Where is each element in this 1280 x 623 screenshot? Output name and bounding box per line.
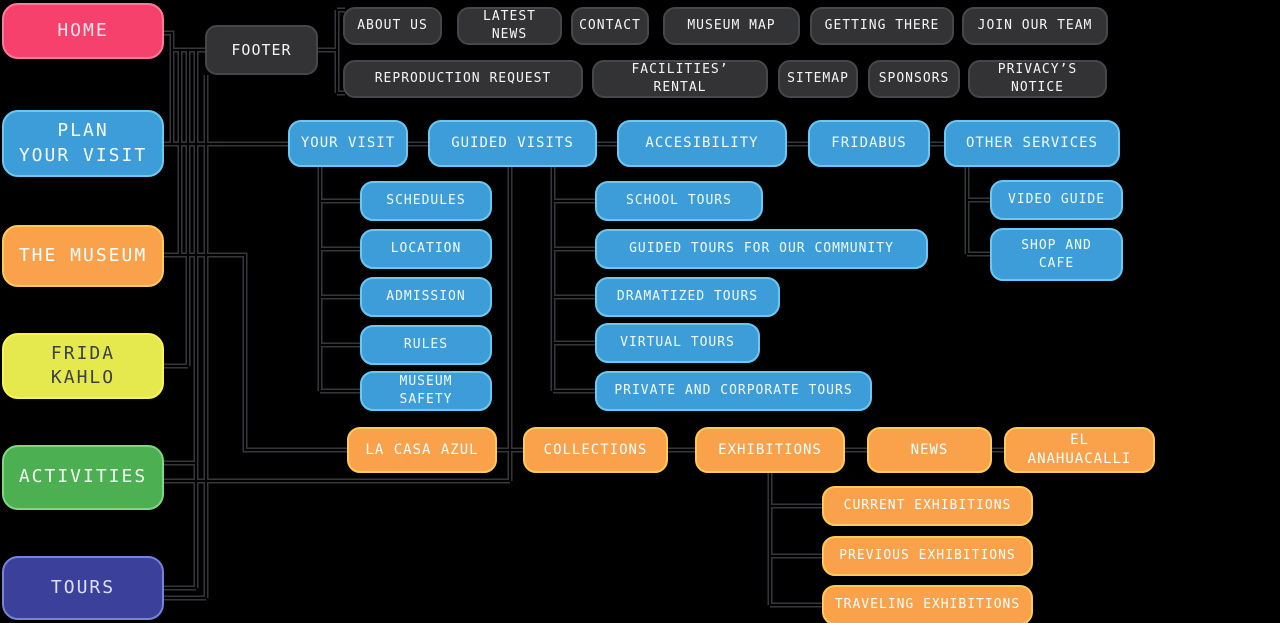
node-news[interactable]: NEWS [867,427,992,473]
node-exhibitions[interactable]: EXHIBITIONS [695,427,845,473]
node-home[interactable]: HOME [2,3,164,59]
node-video-guide[interactable]: VIDEO GUIDE [990,180,1123,220]
node-guided-visits[interactable]: GUIDED VISITS [428,120,597,167]
node-sponsors[interactable]: SPONSORS [868,60,960,98]
node-location[interactable]: LOCATION [360,229,492,269]
node-schedules[interactable]: SCHEDULES [360,181,492,221]
node-current-exhibitions[interactable]: CURRENT EXHIBITIONS [822,486,1033,526]
node-guided-tours-community[interactable]: GUIDED TOURS FOR OUR COMMUNITY [595,229,928,269]
node-virtual-tours[interactable]: VIRTUAL TOURS [595,323,760,363]
node-contact[interactable]: CONTACT [571,7,649,45]
node-sitemap[interactable]: SITEMAP [778,60,858,98]
node-collections[interactable]: COLLECTIONS [523,427,668,473]
node-facilities-rental[interactable]: FACILITIES’ RENTAL [592,60,768,98]
node-el-anahuacalli[interactable]: EL ANAHUACALLI [1004,427,1155,473]
node-join-our-team[interactable]: JOIN OUR TEAM [962,7,1108,45]
node-museum-safety[interactable]: MUSEUM SAFETY [360,371,492,411]
node-footer[interactable]: FOOTER [205,25,318,75]
node-shop-and-cafe[interactable]: SHOP AND CAFE [990,228,1123,281]
node-reproduction-request[interactable]: REPRODUCTION REQUEST [343,60,583,98]
node-getting-there[interactable]: GETTING THERE [810,7,954,45]
node-frida-kahlo[interactable]: FRIDA KAHLO [2,333,164,399]
node-museum-map[interactable]: MUSEUM MAP [663,7,800,45]
node-admission[interactable]: ADMISSION [360,277,492,317]
node-school-tours[interactable]: SCHOOL TOURS [595,181,763,221]
node-rules[interactable]: RULES [360,325,492,365]
node-privacys-notice[interactable]: PRIVACY’S NOTICE [968,60,1107,98]
node-la-casa-azul[interactable]: LA CASA AZUL [347,427,497,473]
node-traveling-exhibitions[interactable]: TRAVELING EXHIBITIONS [822,585,1033,623]
node-accesibility[interactable]: ACCESIBILITY [617,120,787,167]
node-about-us[interactable]: ABOUT US [343,7,442,45]
node-dramatized-tours[interactable]: DRAMATIZED TOURS [595,277,780,317]
node-activities[interactable]: ACTIVITIES [2,445,164,510]
node-other-services[interactable]: OTHER SERVICES [944,120,1120,167]
node-the-museum[interactable]: THE MUSEUM [2,225,164,287]
node-fridabus[interactable]: FRIDABUS [808,120,930,167]
node-previous-exhibitions[interactable]: PREVIOUS EXHIBITIONS [822,536,1033,576]
node-your-visit[interactable]: YOUR VISIT [288,120,408,167]
node-latest-news[interactable]: LATEST NEWS [457,7,562,45]
node-plan-your-visit[interactable]: PLAN YOUR VISIT [2,110,164,177]
node-private-and-corporate-tours[interactable]: PRIVATE AND CORPORATE TOURS [595,371,872,411]
node-tours[interactable]: TOURS [2,556,164,620]
